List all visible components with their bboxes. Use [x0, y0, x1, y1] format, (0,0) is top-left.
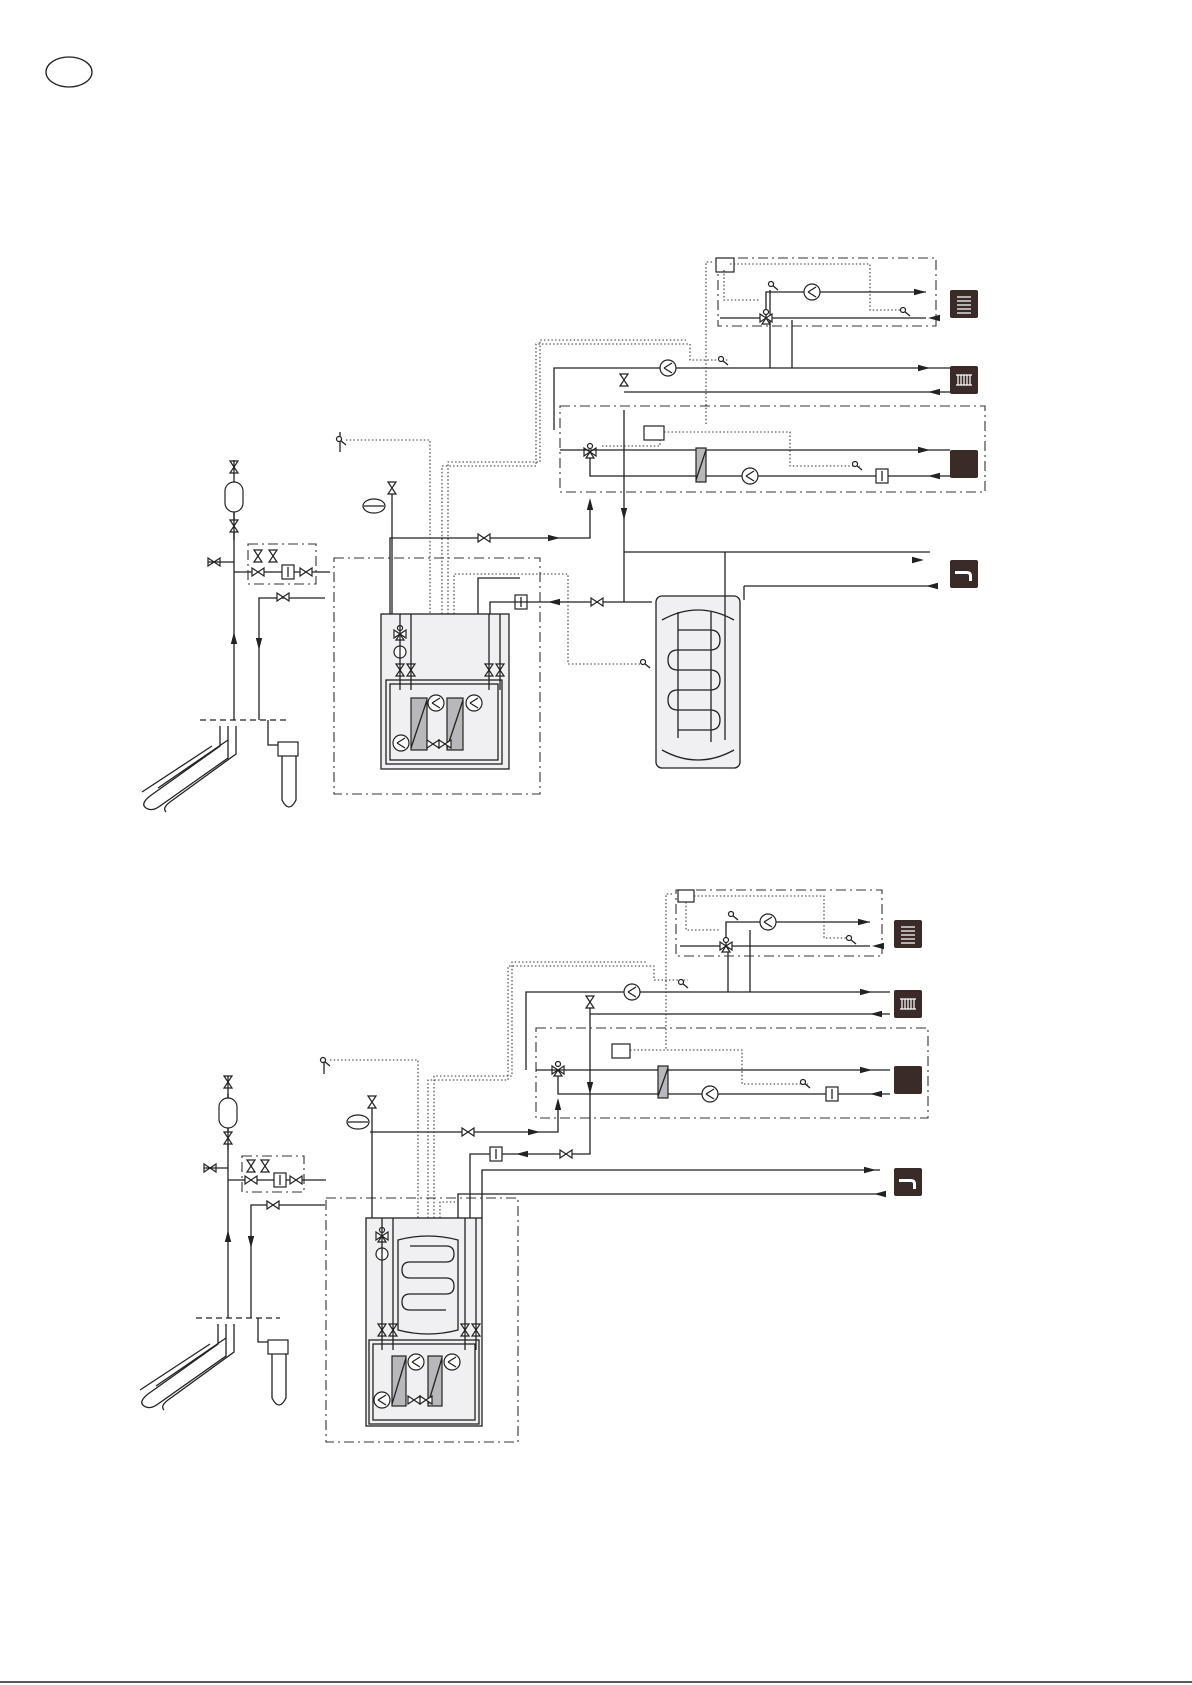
expansion-vessel-2: [219, 1076, 237, 1150]
ground-probe-2: [258, 1318, 288, 1405]
ground-collector-loop: [142, 726, 236, 812]
underfloor-circuit-2: [666, 890, 884, 1050]
page-corner-oval: [46, 57, 92, 87]
hot-water-tap-icon: [950, 560, 978, 588]
pool-circuit-2: [536, 1028, 928, 1118]
brine-filling-kit: [234, 544, 330, 584]
heat-pump-unit: [334, 558, 540, 794]
pool-heating-icon-2: [894, 1066, 922, 1094]
underfloor-heating-icon-2: [894, 920, 922, 948]
diagram-separate-water-heater: [142, 258, 985, 812]
safety-valve: [363, 482, 396, 614]
pool-heating-icon: [950, 450, 978, 478]
radiator-icon-2: [894, 990, 922, 1018]
heat-pump-unit-with-integrated-tank: [326, 1198, 518, 1442]
separate-hot-water-heater: [656, 596, 740, 768]
diagram-integrated-water-heater: [140, 890, 928, 1442]
underfloor-heating-icon: [950, 290, 978, 318]
brine-pipe-return: [259, 598, 325, 720]
expansion-vessel: [225, 460, 243, 540]
hot-water-tap-icon-2: [894, 1168, 922, 1196]
radiator-icon: [950, 366, 978, 394]
brine-filling-kit-2: [228, 1156, 326, 1192]
ground-probe: [268, 720, 298, 807]
underfloor-circuit: [706, 258, 940, 424]
safety-valve-2: [347, 1096, 376, 1218]
ground-collector-loop-2: [140, 1324, 234, 1410]
